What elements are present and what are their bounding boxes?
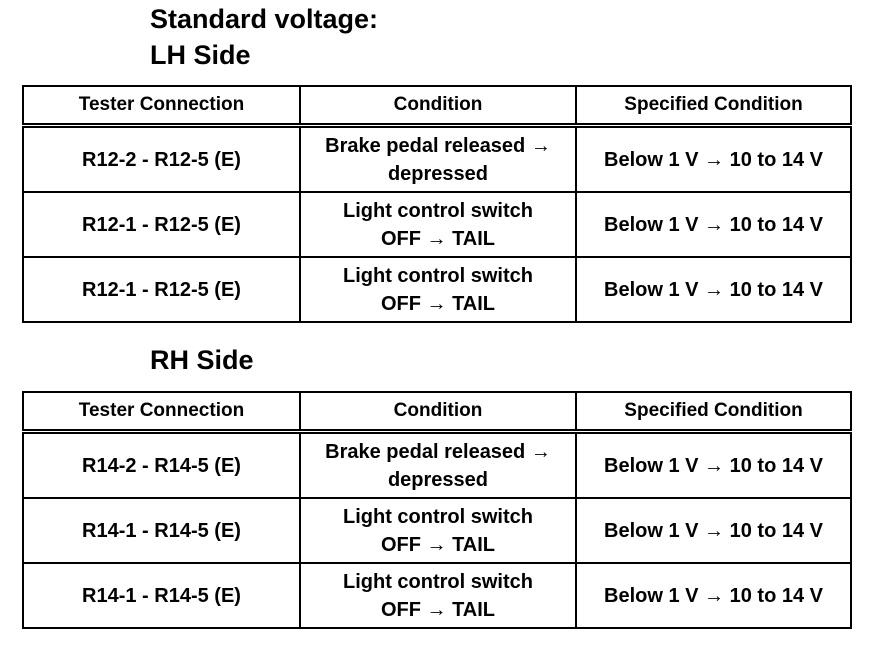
table-header-row: Tester Connection Condition Specified Co…	[22, 85, 852, 128]
condition-line: OFF → TAIL	[380, 292, 496, 315]
condition-line: Light control switch	[343, 570, 533, 593]
column-header-specified-condition: Specified Condition	[575, 85, 852, 128]
tester-connection-cell: R12-2 - R12-5 (E)	[22, 124, 301, 193]
spec-table-rh: Tester Connection Condition Specified Co…	[22, 391, 852, 629]
table-row: R14-2 - R14-5 (E) Brake pedal released →…	[22, 430, 852, 499]
column-header-specified-condition: Specified Condition	[575, 391, 852, 434]
column-header-condition: Condition	[299, 85, 577, 128]
table-header-row: Tester Connection Condition Specified Co…	[22, 391, 852, 434]
tester-connection-cell: R14-1 - R14-5 (E)	[22, 562, 301, 629]
tester-connection-cell: R12-1 - R12-5 (E)	[22, 191, 301, 258]
specified-condition-cell: Below 1 V → 10 to 14 V	[575, 256, 852, 323]
tester-connection-cell: R14-2 - R14-5 (E)	[22, 430, 301, 499]
condition-line: OFF → TAIL	[380, 598, 496, 621]
condition-line: Light control switch	[343, 199, 533, 222]
specified-condition-cell: Below 1 V → 10 to 14 V	[575, 430, 852, 499]
condition-cell: Light control switch OFF → TAIL	[299, 497, 577, 564]
condition-cell: Brake pedal released → depressed	[299, 124, 577, 193]
table-row: R12-1 - R12-5 (E) Light control switch O…	[22, 191, 852, 258]
page-title: Standard voltage:	[150, 4, 379, 34]
column-header-condition: Condition	[299, 391, 577, 434]
condition-cell: Light control switch OFF → TAIL	[299, 256, 577, 323]
condition-line: Light control switch	[343, 264, 533, 287]
condition-line: depressed	[387, 162, 489, 185]
condition-line: Brake pedal released →	[325, 440, 551, 463]
column-header-tester-connection: Tester Connection	[22, 85, 301, 128]
condition-cell: Light control switch OFF → TAIL	[299, 562, 577, 629]
condition-line: depressed	[387, 468, 489, 491]
condition-cell: Brake pedal released → depressed	[299, 430, 577, 499]
table-row: R14-1 - R14-5 (E) Light control switch O…	[22, 497, 852, 564]
condition-cell: Light control switch OFF → TAIL	[299, 191, 577, 258]
table-row: R12-2 - R12-5 (E) Brake pedal released →…	[22, 124, 852, 193]
specified-condition-cell: Below 1 V → 10 to 14 V	[575, 497, 852, 564]
condition-line: Light control switch	[343, 505, 533, 528]
column-header-tester-connection: Tester Connection	[22, 391, 301, 434]
specified-condition-cell: Below 1 V → 10 to 14 V	[575, 191, 852, 258]
tester-connection-cell: R12-1 - R12-5 (E)	[22, 256, 301, 323]
condition-line: OFF → TAIL	[380, 227, 496, 250]
specified-condition-cell: Below 1 V → 10 to 14 V	[575, 124, 852, 193]
condition-line: Brake pedal released →	[325, 134, 551, 157]
spec-table-lh: Tester Connection Condition Specified Co…	[22, 85, 852, 323]
section-heading-rh: RH Side	[150, 345, 254, 375]
tester-connection-cell: R14-1 - R14-5 (E)	[22, 497, 301, 564]
specified-condition-cell: Below 1 V → 10 to 14 V	[575, 562, 852, 629]
condition-line: OFF → TAIL	[380, 533, 496, 556]
table-row: R14-1 - R14-5 (E) Light control switch O…	[22, 562, 852, 629]
section-heading-lh: LH Side	[150, 40, 251, 70]
table-row: R12-1 - R12-5 (E) Light control switch O…	[22, 256, 852, 323]
